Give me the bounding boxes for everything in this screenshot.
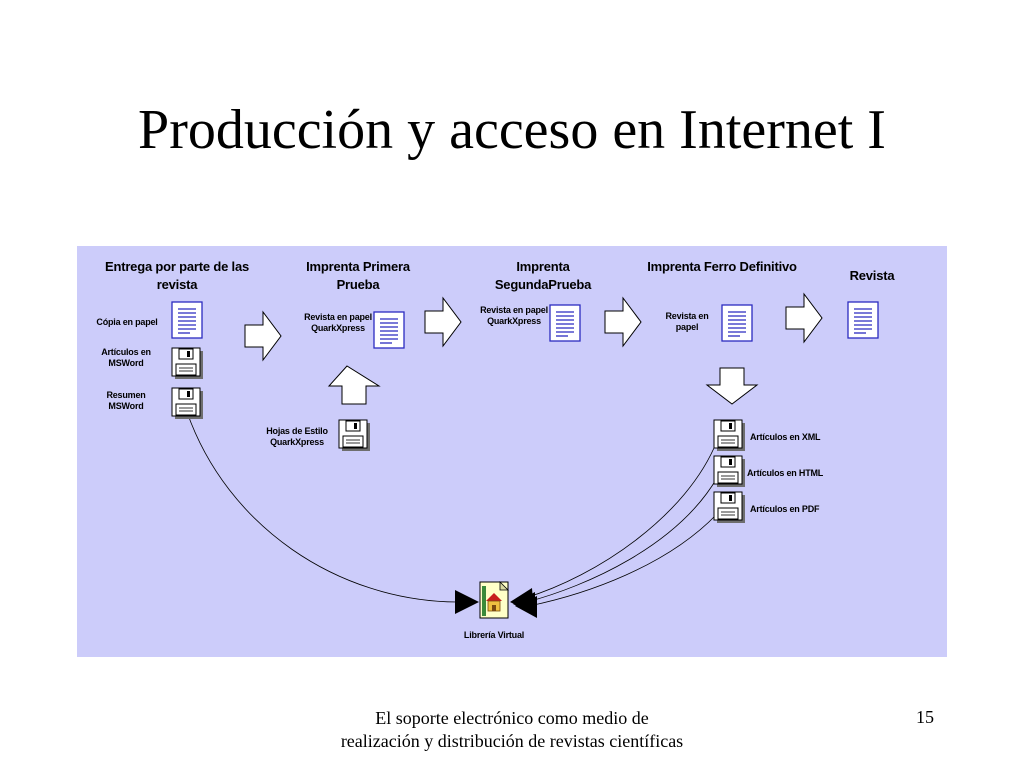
flow-arrow-up (327, 365, 381, 405)
arrowhead-right-3 (515, 596, 537, 618)
label-revista-papel: Revista en papel (665, 311, 709, 332)
flow-arrow-2 (424, 297, 462, 347)
connector-resumen-library (186, 411, 458, 603)
flow-arrow-3 (604, 297, 642, 347)
slide-title: Producción y acceso en Internet I (138, 99, 886, 161)
label-articulos-html: Artículos en HTML (747, 468, 824, 478)
flow-arrow-down (705, 367, 759, 405)
revista-quark-1-document-icon (373, 311, 405, 349)
revista-papel-document-icon (721, 304, 753, 342)
articulos-html-floppy-icon (713, 455, 746, 488)
label-resumen-msword: Resumen MSWord (106, 390, 146, 411)
stage-ferro-definitivo-title: Imprenta Ferro Definitivo (647, 259, 797, 274)
label-libreria-virtual: Librería Virtual (463, 630, 525, 640)
connector-xml-library (524, 440, 718, 599)
label-copia-papel: Cópia en papel (96, 317, 158, 327)
articulos-msword-floppy-icon (171, 347, 204, 380)
revista-quark-2-document-icon (549, 304, 581, 342)
stage-primera-prueba-title: Imprenta Primera Prueba (306, 259, 410, 292)
hojas-estilo-floppy-icon (338, 419, 371, 452)
diagram-graphics (171, 293, 879, 619)
articulos-pdf-floppy-icon (713, 491, 746, 524)
label-articulos-xml: Artículos en XML (750, 432, 821, 442)
stage-revista-title: Revista (849, 268, 895, 283)
label-hojas-estilo: Hojas de Estilo QuarkXpress (266, 426, 328, 447)
label-articulos-msword: Artículos en MSWord (101, 347, 151, 368)
stage-segunda-prueba-title: Imprenta SegundaPrueba (494, 259, 592, 292)
slide-footer: El soporte electrónico como medio de rea… (340, 708, 684, 751)
flow-arrow-1 (244, 311, 282, 361)
connector-html-library (526, 477, 718, 603)
articulos-xml-floppy-icon (713, 419, 746, 452)
workflow-diagram: Entrega por parte de las revista Imprent… (77, 246, 947, 657)
revista-document-icon (847, 301, 879, 339)
label-revista-quark-2: Revista en papel QuarkXpress (480, 305, 548, 326)
stage-entrega-title: Entrega por parte de las revista (104, 259, 250, 292)
connector-pdf-library (528, 513, 718, 607)
resumen-msword-floppy-icon (171, 387, 204, 420)
page-number: 15 (916, 707, 934, 727)
label-articulos-pdf: Artículos en PDF (750, 504, 820, 514)
arrowhead-left (455, 590, 479, 614)
libreria-virtual-icon (479, 581, 509, 619)
label-revista-quark-1: Revista en papel QuarkXpress (304, 312, 372, 333)
copia-papel-document-icon (171, 301, 203, 339)
flow-arrow-4 (785, 293, 823, 343)
